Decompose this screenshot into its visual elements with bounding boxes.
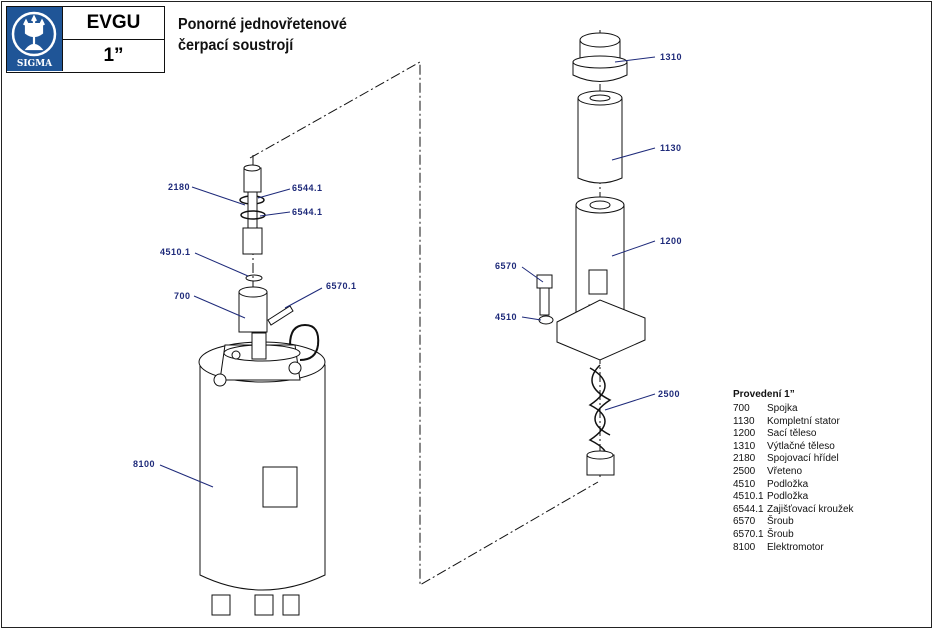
legend-item: 1130 Kompletní stator	[733, 416, 854, 429]
part-number: 4510.1	[733, 491, 764, 503]
title-block: SIGMA EVGU 1”	[6, 6, 165, 73]
part-name: Šroub	[767, 528, 794, 540]
part-number: 2500	[733, 465, 756, 477]
callout-6544-1-upper: 6544.1	[292, 183, 323, 193]
part-number: 2180	[733, 453, 756, 465]
callout-700: 700	[174, 291, 191, 301]
callout-2500: 2500	[658, 389, 681, 399]
callout-2180: 2180	[168, 182, 191, 192]
part-number: 6570.1	[733, 528, 764, 540]
legend-item: 6570 Šroub	[733, 516, 854, 529]
part-name: Šroub	[767, 516, 794, 528]
part-name: Podložka	[767, 478, 809, 490]
part-name: Elektromotor	[767, 541, 824, 553]
part-number: 6544.1	[733, 503, 764, 515]
callout-6570-1: 6570.1	[326, 281, 357, 291]
logo-text: SIGMA	[16, 59, 53, 69]
part-number: 1130	[733, 415, 755, 427]
legend-item: 2500 Vřeteno	[733, 466, 854, 479]
callout-6570: 6570	[495, 261, 518, 271]
part-number: 1200	[733, 428, 756, 440]
part-name: Výtlačné těleso	[767, 440, 835, 452]
part-name: Vřeteno	[767, 465, 803, 477]
trident-icon	[11, 11, 57, 57]
electromotor-8100	[198, 323, 326, 616]
callout-8100: 8100	[133, 459, 156, 469]
legend-item: 2180 Spojovací hřídel	[733, 453, 854, 466]
callout-1310: 1310	[660, 52, 683, 62]
coupling-parts-left	[238, 164, 294, 333]
pump-parts-right	[536, 32, 646, 476]
legend-item: 4510 Podložka	[733, 479, 854, 492]
title-line-1: Ponorné jednovřetenové	[178, 16, 347, 33]
model-code: EVGU	[63, 7, 164, 40]
part-name: Podložka	[767, 491, 809, 503]
part-number: 6570	[733, 516, 756, 528]
page-title: Ponorné jednovřetenové čerpací soustrojí	[178, 14, 347, 56]
model-size: 1”	[103, 45, 124, 66]
part-name: Sací těleso	[767, 428, 817, 440]
legend-item: 1310 Výtlačné těleso	[733, 441, 854, 454]
part-name: Zajišťovací kroužek	[767, 503, 854, 515]
callout-1200: 1200	[660, 236, 683, 246]
part-name: Kompletní stator	[767, 415, 840, 427]
callout-1130: 1130	[660, 143, 682, 153]
part-number: 8100	[733, 541, 756, 553]
callout-4510-1: 4510.1	[160, 247, 191, 257]
parts-legend: Provedení 1” 700 Spojka 1130 Kompletní stat…	[733, 389, 854, 554]
callout-4510: 4510	[495, 312, 518, 322]
title-line-2: čerpací soustrojí	[178, 37, 294, 54]
callout-leaders	[159, 56, 656, 488]
callout-6544-1-lower: 6544.1	[292, 207, 323, 217]
legend-item: 8100 Elektromotor	[733, 542, 854, 555]
part-name: Spojovací hřídel	[767, 453, 839, 465]
part-number: 4510	[733, 478, 756, 490]
part-number: 1310	[733, 440, 756, 452]
legend-item: 700 Spojka	[733, 403, 854, 416]
legend-item: 1200 Sací těleso	[733, 428, 854, 441]
part-number: 700	[733, 403, 750, 414]
part-name: Spojka	[767, 403, 798, 414]
legend-title: Provedení 1”	[733, 389, 795, 400]
sigma-logo: SIGMA	[7, 7, 63, 71]
